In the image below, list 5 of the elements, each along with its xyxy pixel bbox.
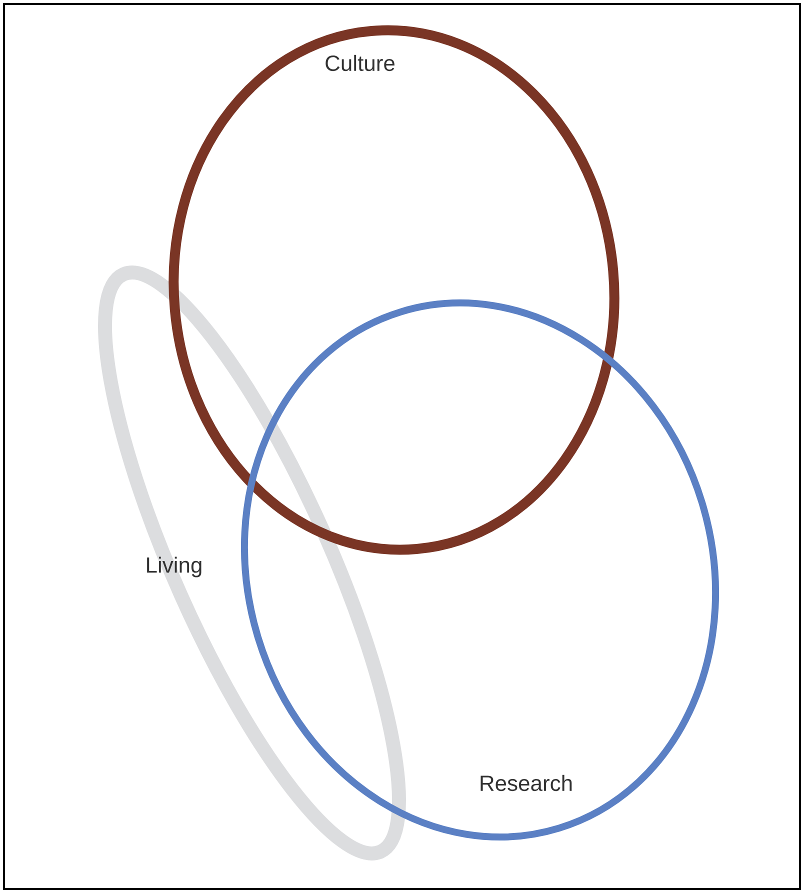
ellipse <box>241 299 719 840</box>
set-label: Research <box>480 774 572 792</box>
set-label: Living <box>147 556 202 578</box>
ellipse <box>168 26 620 554</box>
set-label: Culture <box>326 54 394 72</box>
